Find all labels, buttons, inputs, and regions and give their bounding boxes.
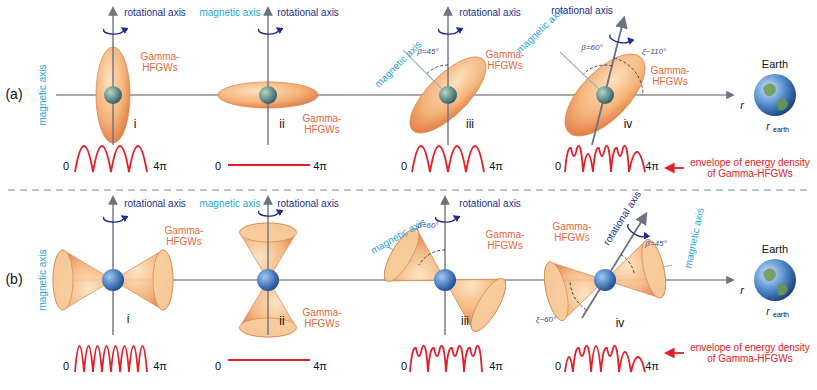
axis-label: rotational axis	[601, 189, 643, 247]
axis-tick: 4π	[645, 160, 659, 172]
angle-label: β=60°	[581, 44, 602, 53]
axis-label: rotational axis	[459, 198, 521, 209]
axis-label: magnetic axis	[199, 7, 260, 18]
axis-label: magnetic axis	[682, 207, 705, 269]
roman-numeral: ii	[279, 315, 284, 328]
wave-label: Gamma-HFGWs	[298, 307, 346, 329]
wave-label: Gamma-HFGWs	[160, 225, 208, 247]
axis-label: magnetic axis	[372, 38, 423, 89]
axis-tick: 0	[401, 160, 407, 172]
envelope-note: envelope of energy density of Gamma-HFGW…	[687, 342, 813, 364]
axis-tick: 0	[215, 360, 221, 372]
distance-label: earth	[773, 126, 789, 134]
angle-label: β=45°	[645, 240, 666, 249]
distance-label: r	[766, 306, 769, 317]
axis-label: magnetic axis	[199, 198, 260, 209]
earth-label: Earth	[762, 58, 788, 70]
axis-tick: 4π	[645, 360, 659, 372]
distance-label: r	[766, 121, 769, 132]
wave-label: Gamma-HFGWs	[646, 65, 694, 87]
wave-label: Gamma-HFGWs	[136, 51, 184, 73]
axis-label: rotational axis	[124, 7, 186, 18]
axis-label: magnetic axis	[37, 64, 48, 125]
axis-tick: 4π	[313, 360, 327, 372]
axis-tick: 0	[63, 160, 69, 172]
axis-tick: 4π	[153, 160, 167, 172]
roman-numeral: iii	[466, 118, 474, 131]
angle-label: ξ~60°	[536, 316, 556, 325]
envelope-note: envelope of energy density of Gamma-HFGW…	[687, 157, 813, 179]
distance-label: earth	[773, 311, 789, 319]
panel-label: (a)	[5, 87, 22, 102]
axis-label: rotational axis	[124, 198, 186, 209]
roman-numeral: ii	[279, 118, 284, 131]
angle-label: ξ~110°	[642, 48, 666, 57]
axis-tick: 4π	[489, 160, 503, 172]
axis-name: r	[740, 284, 744, 296]
axis-tick: 0	[63, 360, 69, 372]
axis-tick: 0	[555, 360, 561, 372]
wave-label: Gamma-HFGWs	[298, 113, 346, 135]
wave-label: Gamma-HFGWs	[481, 229, 529, 251]
axis-name: r	[740, 99, 744, 111]
angle-label: β=45°	[417, 48, 438, 57]
axis-tick: 0	[401, 360, 407, 372]
axis-label: magnetic axis	[37, 249, 48, 310]
axis-tick: 0	[555, 160, 561, 172]
roman-numeral: iv	[616, 317, 625, 330]
roman-numeral: iii	[461, 315, 469, 328]
axis-tick: 0	[215, 160, 221, 172]
axis-label: rotational axis	[277, 7, 339, 18]
axis-label: magnetic axis	[514, 5, 566, 55]
panel-label: (b)	[5, 272, 22, 287]
axis-tick: 4π	[489, 360, 503, 372]
axis-label: rotational axis	[459, 7, 521, 18]
axis-label: rotational axis	[277, 198, 339, 209]
angle-label: β=60°	[417, 222, 438, 231]
axis-tick: 4π	[313, 160, 327, 172]
roman-numeral: iv	[624, 118, 633, 131]
roman-numeral: i	[127, 313, 130, 326]
wave-label: Gamma-HFGWs	[548, 221, 596, 243]
axis-tick: 4π	[153, 360, 167, 372]
roman-numeral: i	[134, 118, 137, 131]
earth-label: Earth	[762, 243, 788, 255]
